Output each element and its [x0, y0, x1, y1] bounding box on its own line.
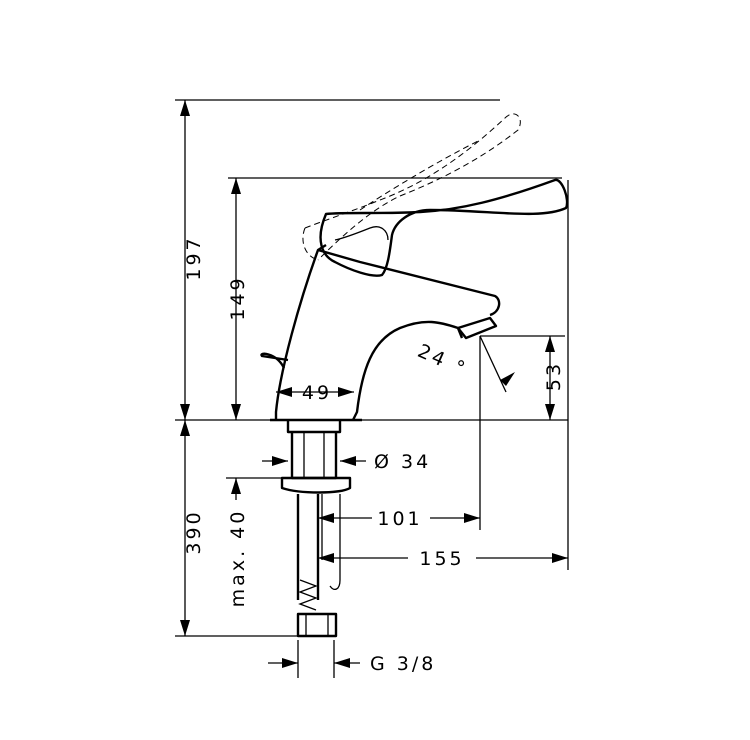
label-lever-projection: 155: [419, 548, 464, 570]
label-connection-thread: G 3/8: [370, 653, 436, 675]
label-outlet-projection: 101: [377, 508, 422, 530]
label-shank-length: 390: [183, 509, 205, 554]
label-spray-angle: 24 °: [414, 340, 470, 381]
lever-open-position: [302, 113, 521, 261]
label-overall-height: 197: [183, 235, 205, 280]
dimension-lines: [175, 99, 569, 678]
dimension-labels: 197 149 53 24 ° 49 Ø 34 max. 40 390 101 …: [183, 235, 565, 675]
mounting-shank: [280, 420, 352, 638]
label-spout-height: 149: [227, 275, 249, 320]
faucet-body: [260, 178, 569, 422]
label-max-deck: max. 40: [227, 509, 249, 608]
label-base-width: 49: [302, 382, 332, 404]
label-outlet-height: 53: [543, 361, 565, 391]
label-shank-diameter: Ø 34: [374, 451, 431, 473]
